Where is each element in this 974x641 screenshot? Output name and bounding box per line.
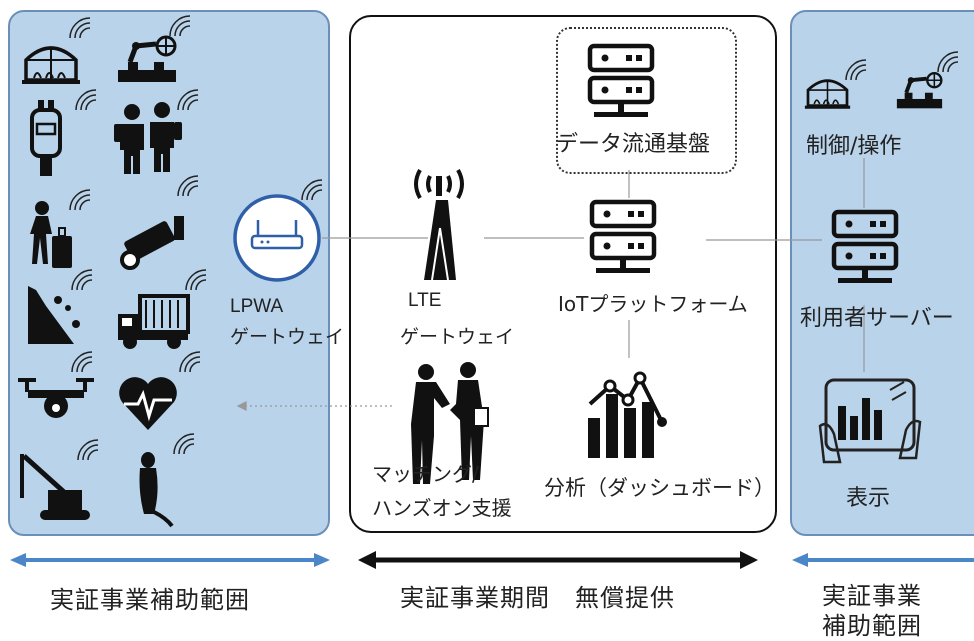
matching-label-line2: ハンズオン支援 <box>372 496 512 520</box>
wifi-icon <box>937 51 959 73</box>
crane-icon <box>20 454 90 520</box>
connector-lines <box>236 158 865 411</box>
data-platform-label: データ流通基盤 <box>556 132 711 157</box>
bar-chart-icon <box>588 371 667 458</box>
center-scope-label: 実証事業期間 無償提供 <box>400 584 675 612</box>
children-icon <box>114 102 182 174</box>
wifi-icon <box>177 89 199 111</box>
wifi-icon <box>71 269 93 291</box>
wifi-icon <box>173 433 195 455</box>
display-label: 表示 <box>846 486 891 511</box>
wifi-icon <box>69 189 91 211</box>
data-platform-box <box>556 27 737 174</box>
left-scope-label: 実証事業補助範囲 <box>50 586 250 614</box>
lte-antenna-icon <box>414 169 464 281</box>
drone-icon <box>18 378 94 418</box>
heart-rate-icon <box>119 377 177 430</box>
analysis-label: 分析（ダッシュボード） <box>544 476 775 500</box>
traveler-icon <box>30 201 72 268</box>
gas-meter-icon <box>30 100 62 176</box>
greenhouse-icon <box>803 79 852 111</box>
server-icon <box>590 46 652 117</box>
right-scope-label-line1: 実証事業 <box>822 582 922 610</box>
lpwa-router-icon <box>233 194 321 282</box>
wifi-icon <box>185 269 207 291</box>
matching-label-line1: マッチング/ <box>372 462 479 486</box>
tablet-chart-icon <box>818 378 922 464</box>
wifi-icon <box>177 175 199 197</box>
wifi-icon <box>169 15 191 37</box>
server-icon <box>834 212 896 283</box>
wifi-icon <box>71 351 93 373</box>
lpwa-gateway-label-line1: LPWA <box>230 296 284 317</box>
right-scope-label-line2: 補助範囲 <box>822 612 922 640</box>
truck-icon <box>118 294 190 349</box>
wifi-icon <box>179 351 201 373</box>
greenhouse-icon <box>20 46 82 86</box>
security-camera-icon <box>120 216 184 270</box>
lpwa-gateway-label-line2: ゲートウェイ <box>230 326 345 348</box>
wifi-icon <box>845 59 867 81</box>
meerkat-icon <box>139 452 174 528</box>
user-server-label: 利用者サーバー <box>800 306 954 331</box>
wifi-icon <box>75 89 97 111</box>
user-panel <box>790 10 974 536</box>
lte-gateway-label-line1: LTE <box>408 290 442 311</box>
iot-platform-label: IoTプラットフォーム <box>558 292 748 316</box>
control-label: 制御/操作 <box>806 134 902 159</box>
scope-arrows <box>10 551 974 569</box>
factory-robot-icon <box>118 37 176 82</box>
wifi-icon <box>301 179 323 201</box>
wifi-icon <box>77 439 99 461</box>
lte-gateway-label-line2: ゲートウェイ <box>400 326 515 348</box>
factory-robot-icon <box>894 71 945 111</box>
handshake-icon <box>411 362 489 484</box>
server-icon <box>592 202 654 273</box>
wifi-icon <box>69 17 91 39</box>
landslide-icon <box>28 286 80 344</box>
